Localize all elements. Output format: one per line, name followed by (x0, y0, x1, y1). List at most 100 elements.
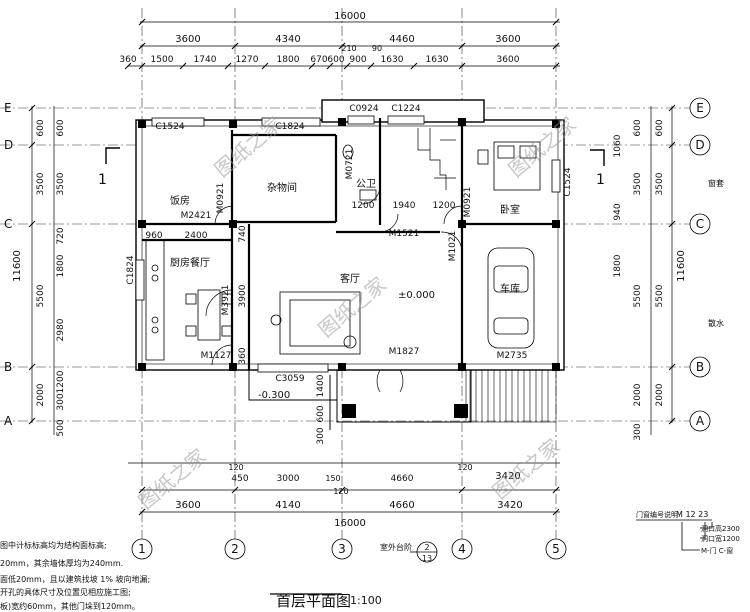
dim-left2-2: 3500 (36, 172, 46, 195)
dim-right1-7: 2000 (633, 383, 643, 406)
dim-top2-10: 1630 (381, 55, 404, 65)
label-m2421: M2421 (181, 211, 212, 221)
dim-top2-3: 1270 (236, 55, 259, 65)
axis-label-e-left: E (4, 101, 12, 115)
axis-label-c: C (696, 217, 704, 231)
inner-dim-1200-b: 1200 (433, 201, 456, 211)
axis-label-a: A (696, 414, 705, 428)
dim-right1-4: 940 (613, 203, 623, 220)
door-swings (205, 185, 463, 393)
dim-top-4: 3600 (495, 34, 520, 45)
dim-top2-8: 90 (372, 44, 382, 53)
dim-overall-bottom: 16000 (334, 518, 366, 529)
label-window-trim: 窗套 (708, 178, 724, 188)
section-mark-left: 1 (98, 172, 107, 188)
legend-title: 门窗编号说明: (636, 510, 680, 519)
dim-top2-0: 360 (119, 55, 136, 65)
label-c0924: C0924 (349, 104, 378, 114)
dim-top-3: 4460 (389, 34, 414, 45)
label-c1224: C1224 (391, 104, 420, 114)
dim-top2-6: 600 (327, 55, 344, 65)
inner-dim-1400: 1400 (316, 374, 326, 397)
dim-right1-2: 600 (633, 119, 643, 136)
room-kitchen: 厨房餐厅 (170, 256, 210, 269)
inner-dim-600: 600 (316, 405, 326, 422)
dim-overall-top: 16000 (334, 11, 366, 22)
axis-label-b: B (696, 360, 704, 374)
dim-right1-6: 5500 (633, 284, 643, 307)
legend-leaders (636, 519, 713, 551)
dim-left1-2: 3500 (56, 172, 66, 195)
room-living: 客厅 (340, 272, 360, 285)
inner-dim-1200-a: 1200 (352, 201, 375, 211)
dim-left2-1: 600 (36, 119, 46, 136)
kitchen-counter (145, 239, 165, 361)
dim-top2-1: 1500 (151, 55, 174, 65)
structural-columns (138, 118, 560, 418)
dim-bottom2-5: 120 (457, 463, 472, 472)
living-sofa (270, 291, 361, 355)
dim-bottom-4: 4660 (389, 500, 414, 511)
dim-bottom-3: 120 (333, 487, 348, 496)
label-m3921: M3921 (221, 285, 231, 316)
dim-bottom-2: 4140 (275, 500, 300, 511)
section-mark-right: 1 (596, 172, 605, 188)
room-wc: 公卫 (356, 179, 376, 190)
dim-top2-4: 1800 (277, 55, 300, 65)
note-line-1: 图中计标标高均为结构面标高; (0, 540, 107, 550)
dim-bottom2-6: 3420 (497, 500, 522, 511)
dim-top-1: 3600 (175, 34, 200, 45)
detail-ref-num: 2 (424, 543, 429, 552)
axis-label-b-left: B (4, 360, 12, 374)
label-apron: 散水 (708, 318, 724, 328)
dim-left1-5: 2980 (56, 318, 66, 341)
dim-bottom2-3: 150 (325, 474, 340, 483)
label-m0721: M0721 (345, 149, 355, 180)
legend-height: 洞口高2300 (701, 524, 740, 533)
dim-left1-3: 720 (56, 227, 66, 244)
inner-dim-960: 960 (145, 231, 162, 241)
dim-right1-3: 3500 (633, 172, 643, 195)
axis-bubbles (131, 97, 711, 560)
dim-overall-right: 11600 (676, 250, 687, 282)
dim-left2-3: 5500 (36, 284, 46, 307)
inner-dim-300: 300 (316, 427, 326, 444)
axis-label-c-left: C (4, 217, 12, 231)
dim-left1-8: 500 (56, 419, 66, 436)
inner-dim-1940: 1940 (393, 201, 416, 211)
dim-left1-4: 1800 (56, 254, 66, 277)
label-m1021: M1021 (448, 231, 458, 262)
label-c1524-top: C1524 (155, 122, 184, 132)
label-m0921-left: M0921 (216, 183, 226, 214)
inner-dim-360: 360 (238, 347, 248, 364)
dim-right2-4: 2000 (655, 383, 665, 406)
exterior-wall-inner-line (141, 125, 559, 365)
dim-top2-12: 3600 (497, 55, 520, 65)
watermark-text: 图纸之家 (488, 434, 565, 504)
drawing-title: 首层平面图 (276, 592, 351, 610)
axis-label-a-left: A (4, 414, 13, 428)
dimension-lines (31, 21, 673, 513)
level-outside: -0.300 (258, 390, 290, 401)
legend-type: M-门 C-窗 (701, 546, 733, 555)
label-m1521: M1521 (389, 229, 420, 239)
label-c3059: C3059 (275, 374, 304, 384)
axis-label-3: 3 (338, 542, 346, 556)
label-c1824-left: C1824 (126, 255, 136, 284)
axis-label-1: 1 (138, 542, 146, 556)
axis-label-d: D (695, 138, 704, 152)
room-dining: 饭房 (170, 194, 190, 207)
room-garage: 车库 (500, 282, 520, 295)
label-c1524-right: C1524 (563, 167, 573, 196)
note-line-5: 板)宽约60mm，其他门垛到120mm。 (0, 601, 140, 611)
inner-dim-740: 740 (238, 225, 248, 242)
legend-code: M 12 23 (676, 510, 708, 519)
detail-ref-sheet: 13 (422, 554, 432, 563)
dim-bottom2-4: 4660 (391, 474, 414, 484)
legend-width: 洞口宽1200 (701, 534, 740, 543)
drawing-scale: 1:100 (350, 594, 382, 607)
garage-ramp (465, 369, 557, 423)
dim-top2-5: 670 (310, 55, 327, 65)
level-floor: ±0.000 (398, 290, 435, 301)
staircase (417, 128, 456, 190)
